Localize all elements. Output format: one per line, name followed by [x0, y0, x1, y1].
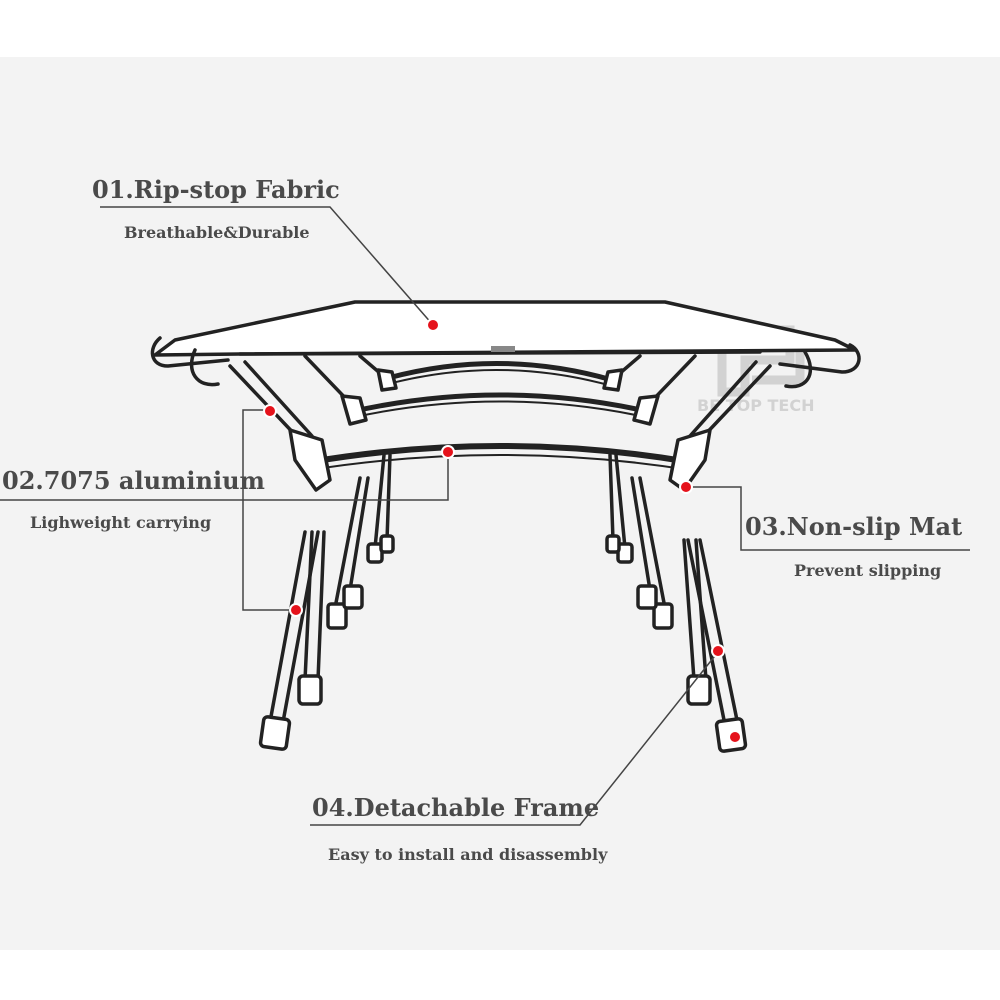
- leader-line-frame: [310, 651, 719, 826]
- watermark-text: BE TOP TECH: [697, 396, 814, 415]
- feature-subtitle-detachable-frame: Easy to install and disassembly: [328, 845, 608, 864]
- leader-line-fabric: [100, 206, 434, 326]
- feature-title-non-slip-mat: 03.Non-slip Mat: [745, 512, 963, 541]
- callout-markers: [263, 318, 742, 744]
- leader-line-aluminium: [0, 452, 449, 501]
- marker-fabric: [426, 318, 440, 332]
- cot-frame: [150, 300, 861, 753]
- feature-title-rip-stop-fabric: 01.Rip-stop Fabric: [92, 175, 340, 204]
- feature-title-aluminium: 02.7075 aluminium: [2, 466, 265, 495]
- marker-mat: [679, 480, 693, 494]
- background-panel: [0, 57, 1000, 950]
- feature-title-detachable-frame: 04.Detachable Frame: [312, 793, 600, 822]
- marker-frame-lower-left: [289, 603, 303, 617]
- feature-subtitle-rip-stop-fabric: Breathable&Durable: [124, 223, 310, 242]
- marker-foot: [728, 730, 742, 744]
- leader-line-frame-left: [242, 409, 296, 611]
- feature-subtitle-aluminium: Lighweight carrying: [30, 513, 212, 532]
- feature-subtitle-non-slip-mat: Prevent slipping: [794, 561, 942, 580]
- callout-lines: [0, 206, 970, 826]
- marker-frame-upper: [263, 404, 277, 418]
- leader-line-mat: [686, 486, 970, 551]
- marker-frame-right: [711, 644, 725, 658]
- marker-aluminium: [441, 445, 455, 459]
